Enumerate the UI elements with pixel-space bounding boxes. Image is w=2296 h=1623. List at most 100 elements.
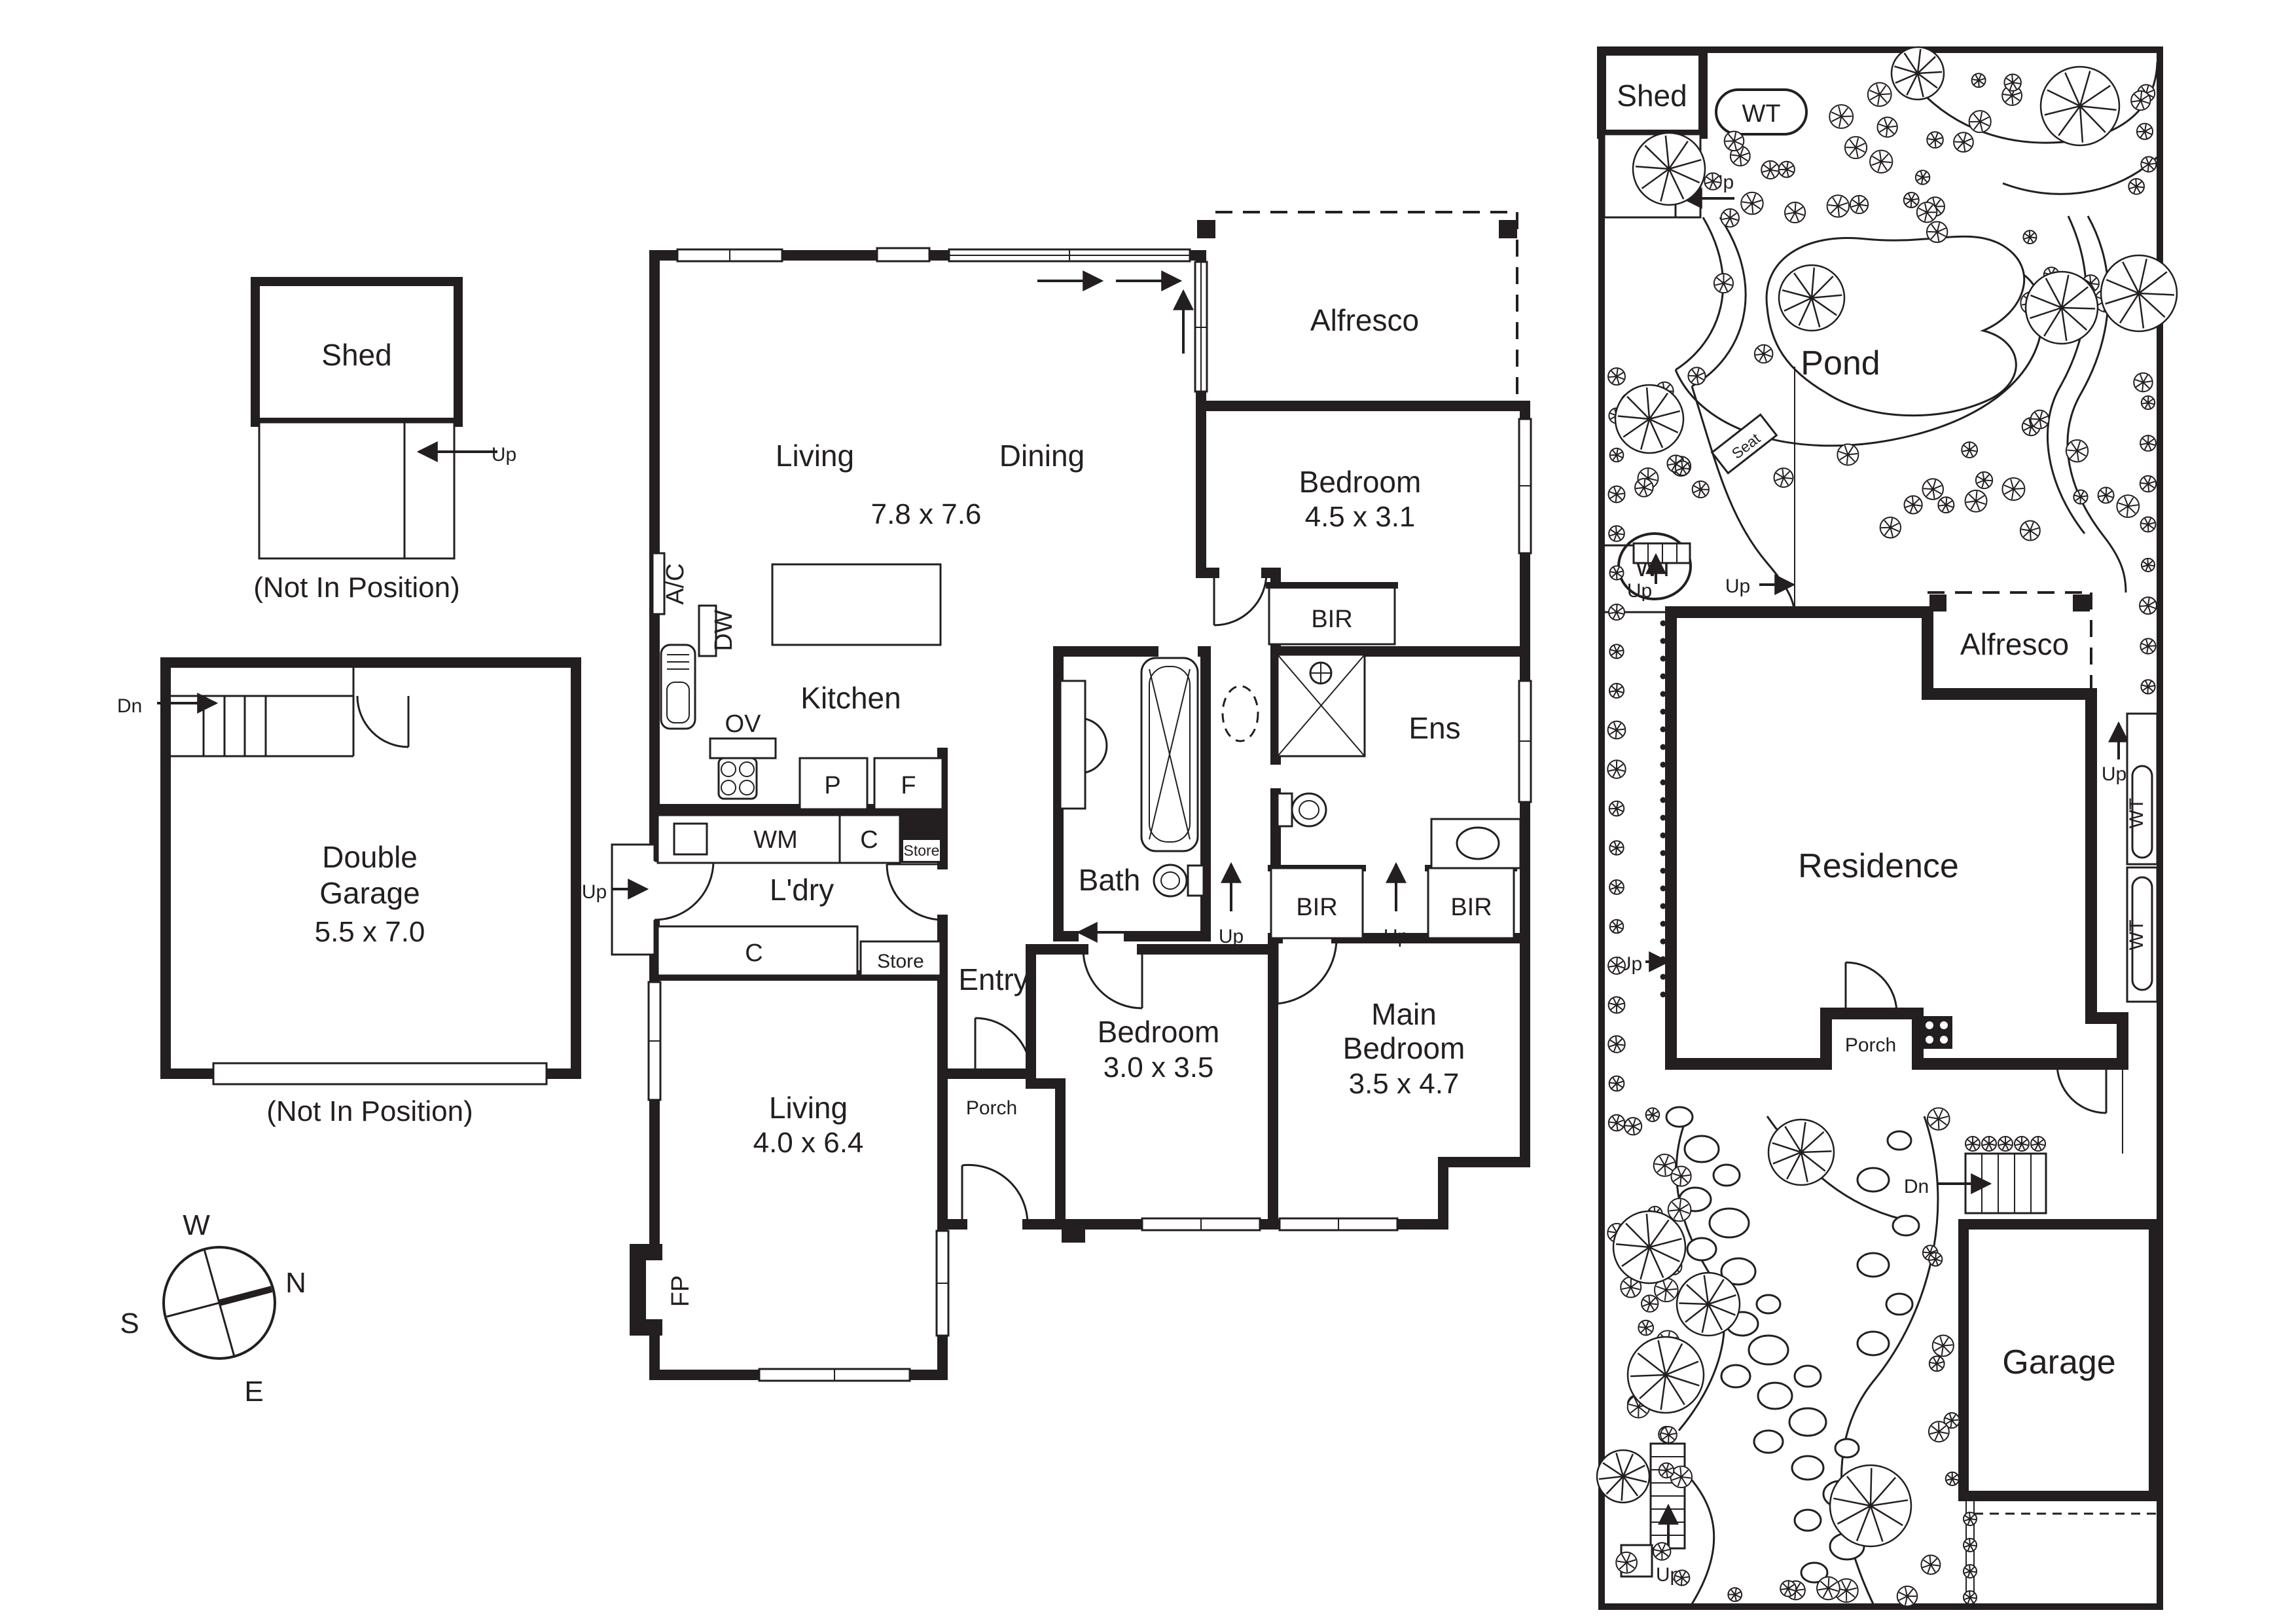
shrub-icon xyxy=(1963,1590,1977,1605)
entry-closets: C Store xyxy=(656,925,942,977)
ac-label: A/C xyxy=(662,563,689,604)
shrub-icon xyxy=(2030,1136,2046,1152)
ens-toilet xyxy=(1276,792,1293,828)
shrub-icon xyxy=(1723,130,1745,152)
robe-up-label: Up xyxy=(1384,926,1408,947)
shrub-icon xyxy=(1727,1587,1743,1602)
shrub-icon xyxy=(1609,879,1624,895)
stepping-stone xyxy=(1892,1214,1920,1237)
shrub-icon xyxy=(1609,565,1624,581)
site-porch-label: Porch xyxy=(1845,1034,1896,1056)
shrub-icon xyxy=(2140,516,2157,533)
shrub-icon xyxy=(1963,1564,1977,1578)
tree-icon xyxy=(1890,46,1945,101)
garage-outline xyxy=(160,657,581,1079)
ldry-up-label: Up xyxy=(582,881,607,903)
shrub-icon xyxy=(1844,136,1868,160)
shrub-icon xyxy=(2019,520,2041,541)
stepping-stone xyxy=(1665,1106,1694,1128)
site-alfresco-label: Alfresco xyxy=(1960,627,2069,661)
windows xyxy=(647,247,1532,1382)
shrub-icon xyxy=(1660,1426,1677,1444)
shrub-icon xyxy=(1916,201,1938,223)
shrub-icon xyxy=(1961,441,1979,459)
bir-label: BIR xyxy=(1296,894,1337,921)
deck-dots xyxy=(1660,620,1666,998)
garage-roller-door xyxy=(212,1062,548,1085)
shrub-icon xyxy=(1720,208,1740,228)
shrub-icon xyxy=(2001,84,2023,106)
pantry-label: P xyxy=(824,772,840,799)
shrub-icon xyxy=(1713,273,1734,294)
stepping-stone xyxy=(1708,1207,1750,1239)
stepping-stone xyxy=(1800,1561,1829,1584)
shrub-icon xyxy=(2073,489,2089,505)
shrub-icon xyxy=(2001,477,2026,501)
site-plan: Pond Seat Shed Up WT WT Up xyxy=(1596,46,2178,1610)
right-up-label: Up xyxy=(2102,763,2126,785)
garage-door xyxy=(356,695,410,748)
stepping-stone xyxy=(1757,1381,1793,1410)
main-bedroom-dims: 3.5 x 4.7 xyxy=(1349,1068,1460,1100)
shrub-icon xyxy=(2116,494,2140,519)
sliding-door xyxy=(1194,261,1208,393)
stepping-stone xyxy=(1720,1257,1757,1286)
store-small-label: Store xyxy=(904,842,940,859)
shrub-icon xyxy=(1778,160,1795,178)
shrub-icon xyxy=(1607,720,1626,740)
stepping-stone xyxy=(1791,1455,1825,1481)
main-floor-plan: Alfresco xyxy=(582,211,1532,1382)
water-tank xyxy=(2131,876,2153,991)
shrub-icon xyxy=(1691,480,1710,499)
rear-up-label: Up xyxy=(1725,575,1750,597)
stepping-stone xyxy=(1856,1252,1890,1278)
bath-label: Bath xyxy=(1079,863,1141,897)
alfresco-label: Alfresco xyxy=(1310,303,1419,337)
site-dn-stairs: Dn xyxy=(1904,1064,2123,1214)
laundry-cabinets: WM C Store xyxy=(656,812,942,864)
doors xyxy=(611,572,1338,1225)
site-alfresco: Alfresco xyxy=(1928,591,2092,694)
shrub-icon xyxy=(2139,475,2157,493)
door xyxy=(2056,1063,2108,1114)
living-label: Living xyxy=(776,439,854,473)
shed-up-label: Up xyxy=(492,444,516,465)
shrub-icon xyxy=(1953,132,1974,153)
door xyxy=(611,843,715,956)
shrub-icon xyxy=(1849,194,1869,215)
shrub-icon xyxy=(1607,1114,1626,1132)
shrub-icon xyxy=(1975,471,1994,490)
cooktop xyxy=(717,757,758,800)
shrub-icon xyxy=(1922,478,1944,500)
shrub-icon xyxy=(1634,477,1654,498)
shrub-icon xyxy=(2140,435,2157,452)
shrub-icon xyxy=(1943,1412,1960,1429)
stepping-stone xyxy=(1834,1438,1860,1459)
shrub-icon xyxy=(1876,117,1898,138)
fp-label: FP xyxy=(667,1275,694,1307)
shrub-icon xyxy=(1704,172,1722,191)
shrub-icon xyxy=(2140,638,2157,655)
wt-label: WT xyxy=(1742,100,1780,128)
shrub-icon xyxy=(1968,110,1992,134)
kitchen-fixtures: DW OV P F xyxy=(660,563,944,811)
garden-trees xyxy=(1596,46,2178,1548)
stepping-stone xyxy=(1755,1294,1782,1315)
shrub-icon xyxy=(1608,800,1625,817)
pond-label: Pond xyxy=(1801,344,1880,382)
window xyxy=(1141,1217,1261,1231)
tree-icon xyxy=(1632,132,1706,206)
shrub-icon xyxy=(1667,1197,1692,1222)
shrub-icon xyxy=(1867,82,1892,107)
kitchen-label: Kitchen xyxy=(800,681,901,715)
bottom-garden-stairs: Up xyxy=(1620,1442,1686,1586)
compass-w: W xyxy=(183,1209,210,1241)
bedroom1-label: Bedroom xyxy=(1299,465,1422,499)
window xyxy=(676,248,783,263)
compass-s: S xyxy=(120,1307,139,1340)
compass-north-needle xyxy=(218,1286,273,1306)
door xyxy=(1213,572,1268,627)
sliding-door xyxy=(948,248,1191,263)
living2-label: Living xyxy=(769,1091,848,1125)
shrub-icon xyxy=(1928,1252,1943,1267)
